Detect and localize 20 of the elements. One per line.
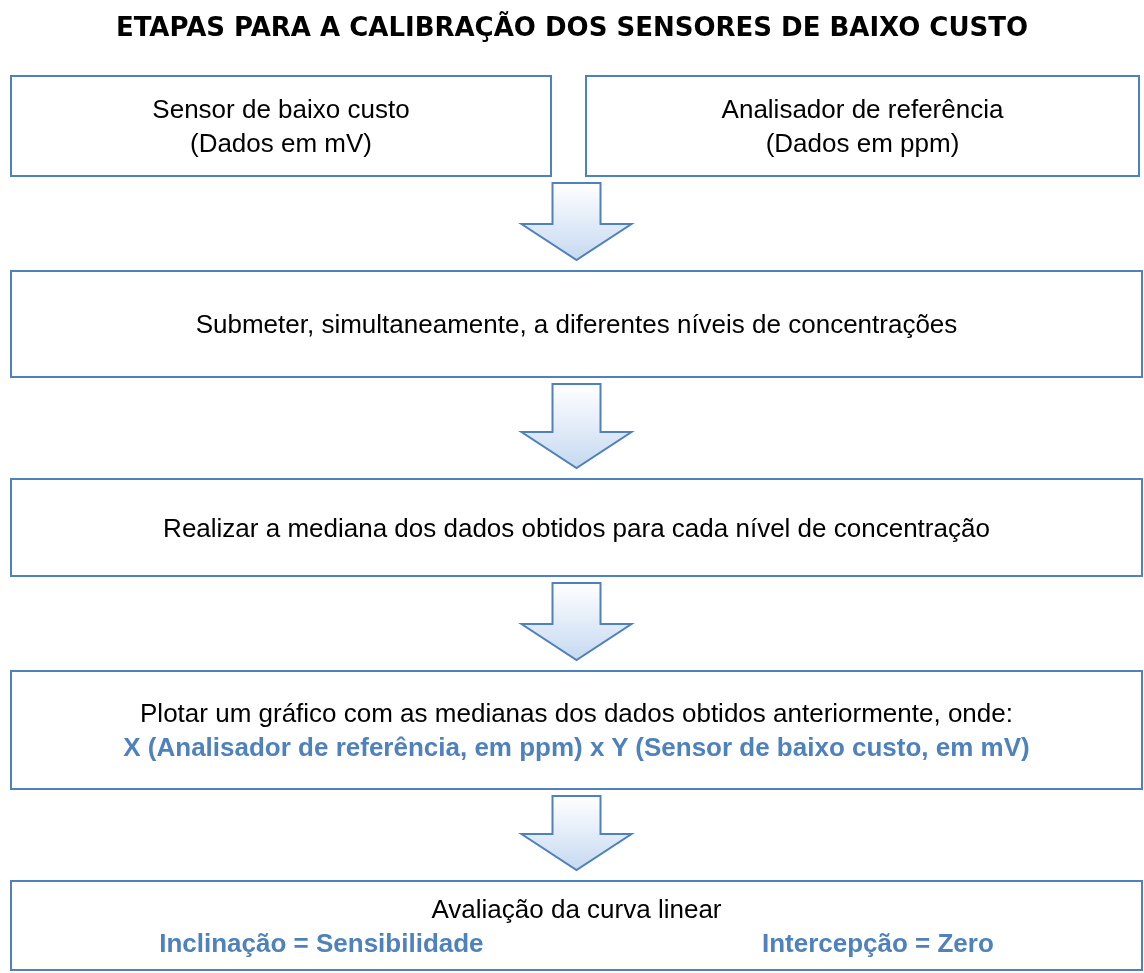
block-arrow [518, 582, 635, 662]
step-text: Analisador de referência (Dados em ppm) [720, 93, 1005, 160]
step-text: Submeter, simultaneamente, a diferentes níveis de concentrações [195, 308, 958, 341]
process-box [10, 880, 1143, 971]
step-detail: Inclinação = Sensibilidade [159, 926, 484, 960]
block-arrow [518, 795, 635, 872]
step-text: Sensor de baixo custo (Dados em mV) [151, 93, 411, 160]
step-text: Avaliação da curva linear [431, 892, 722, 926]
block-arrow [518, 182, 635, 262]
step-text: Plotar um gráfico com as medianas dos dados obtidos anteriormente, onde: [140, 697, 1013, 730]
step-text: Realizar a mediana dos dados obtidos para cada nível de concentração [163, 511, 990, 545]
step-detail: X (Analisador de referência, em ppm) x Y (Sensor de baixo custo, em mV) [123, 731, 1030, 764]
process-box [10, 478, 1143, 577]
title: ETAPAS PARA A CALIBRAÇÃO DOS SENSORES DE BAIXO CUSTO [114, 12, 1030, 42]
process-box [585, 75, 1140, 177]
step-detail: Intercepção = Zero [761, 926, 994, 960]
process-box [10, 75, 552, 177]
block-arrow [518, 383, 635, 470]
process-box [10, 670, 1143, 790]
process-box [10, 270, 1143, 378]
